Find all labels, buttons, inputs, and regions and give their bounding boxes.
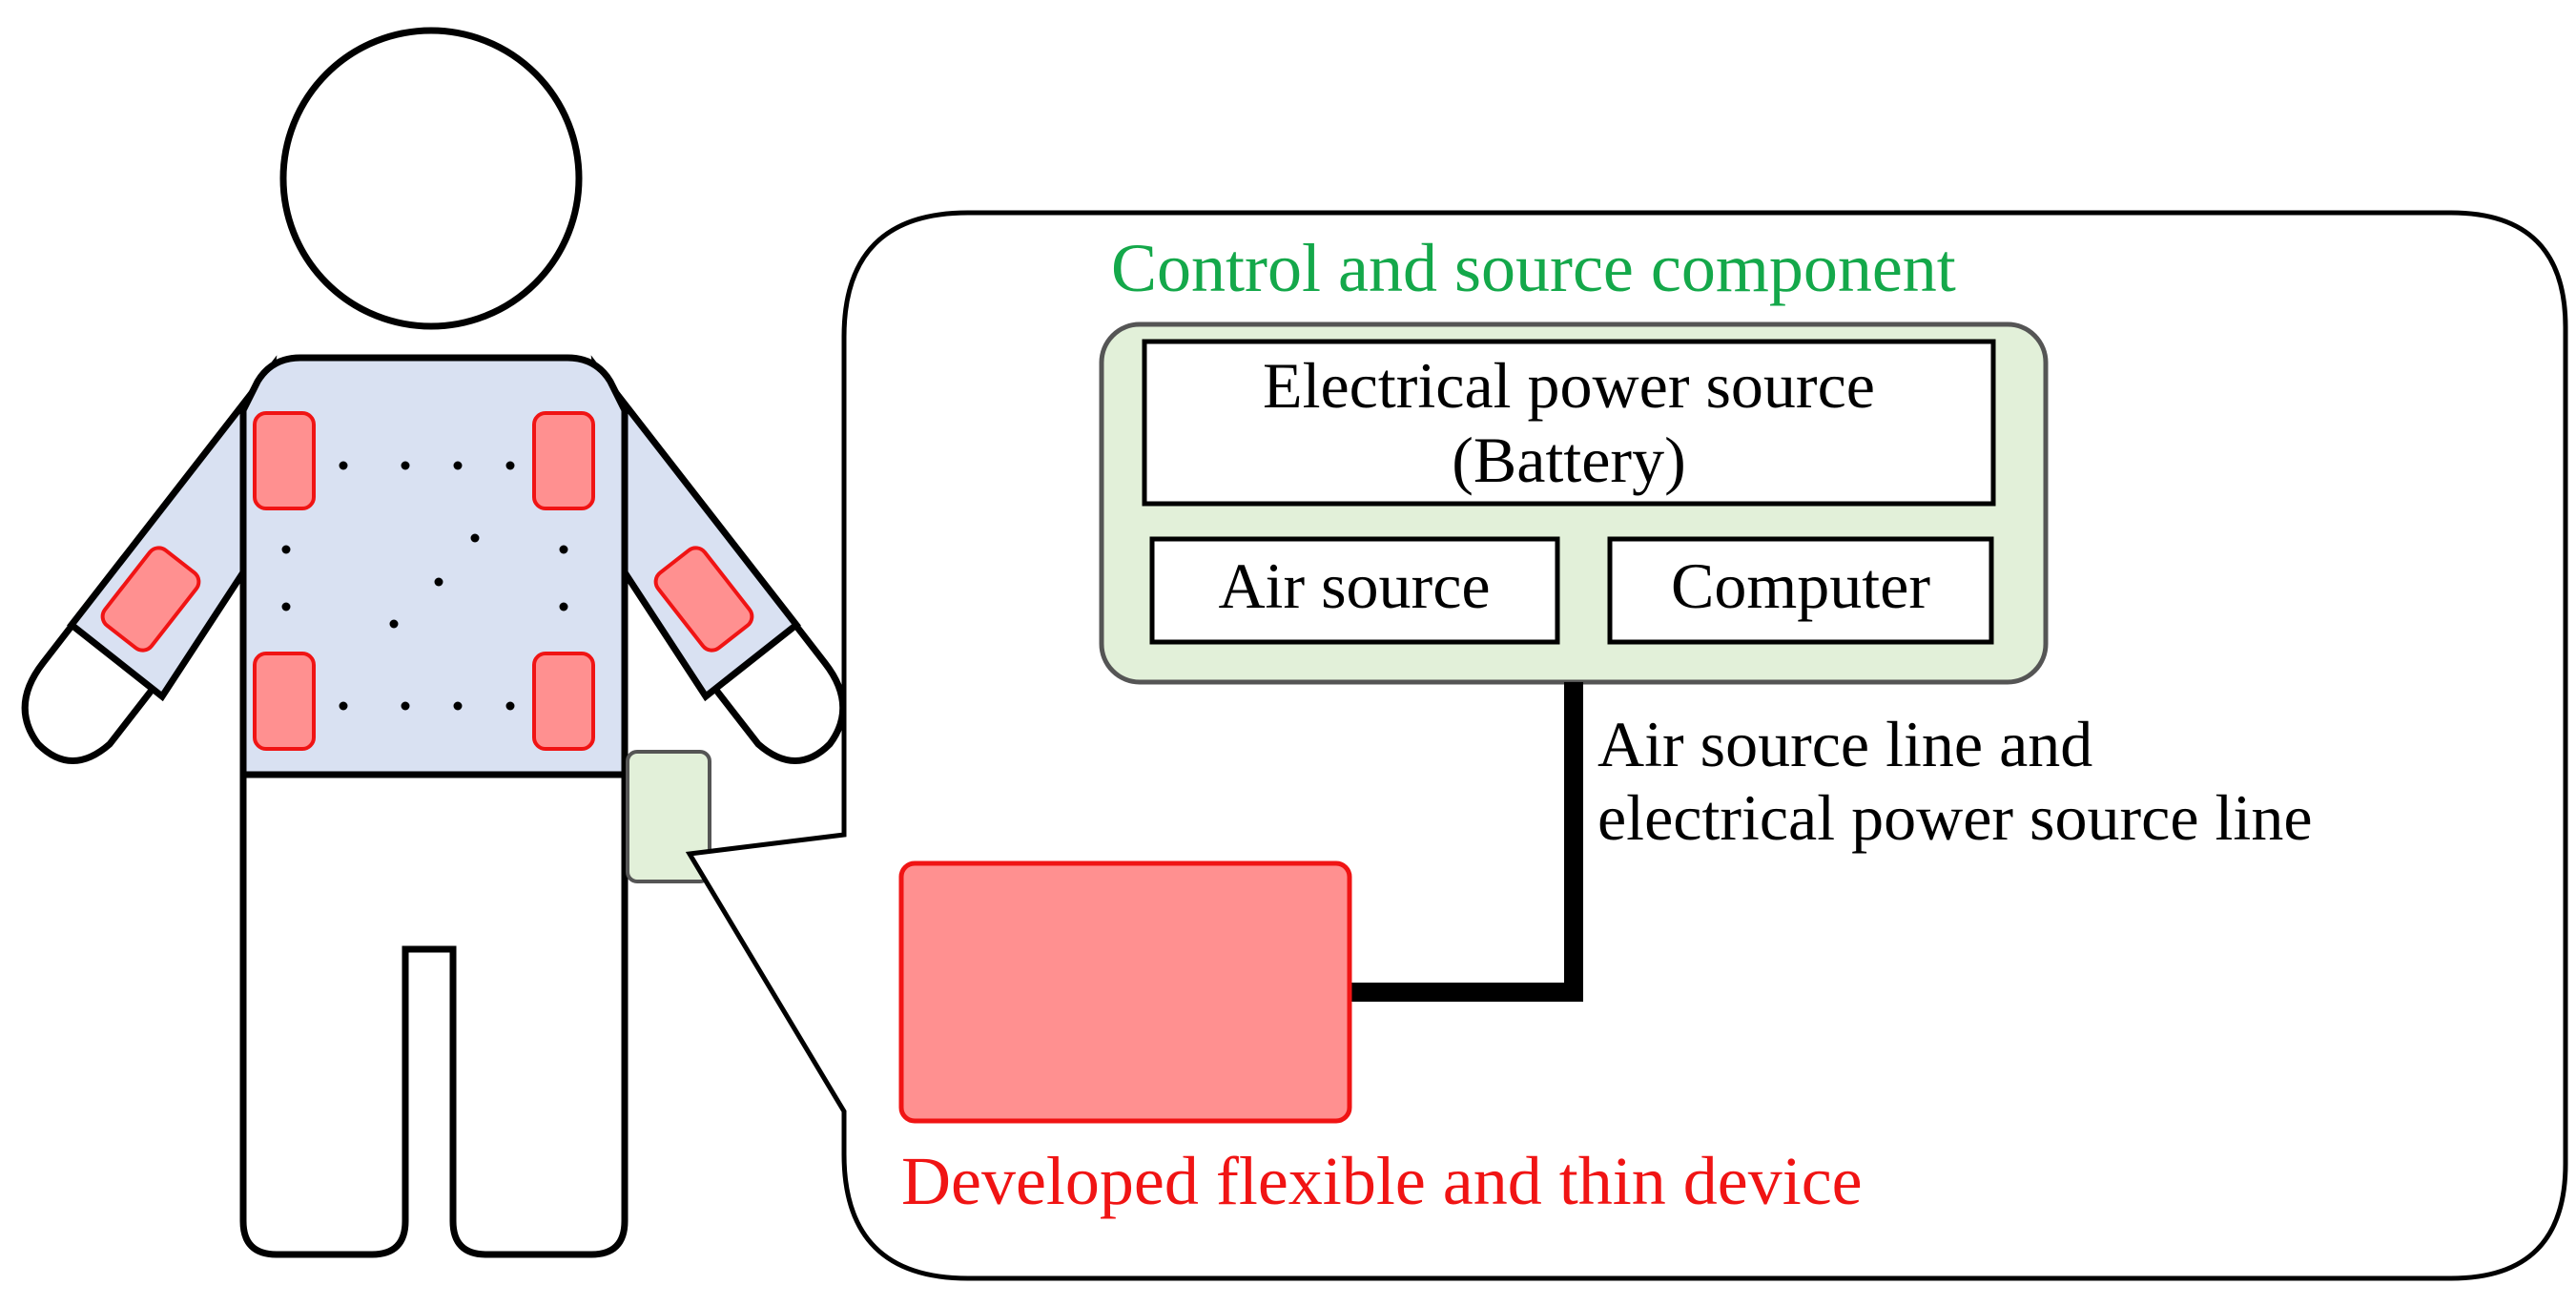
air-source-box bbox=[1149, 536, 1560, 645]
computer-box bbox=[1607, 536, 1994, 645]
actuator-pad bbox=[653, 546, 754, 653]
device-label: Developed flexible and thin device bbox=[901, 1143, 1863, 1219]
battery-label: (Battery) bbox=[1452, 424, 1685, 496]
flexible-device bbox=[898, 860, 1352, 1124]
actuator-pad bbox=[532, 411, 595, 510]
actuator-pad bbox=[100, 546, 201, 653]
power-source-box bbox=[1142, 339, 1996, 507]
actuator-pads bbox=[100, 411, 754, 751]
control-component-title: Control and source component bbox=[1111, 230, 1956, 306]
head bbox=[279, 27, 583, 330]
connection-label-line1: Air source line and bbox=[1597, 708, 2092, 780]
continuation-dots bbox=[281, 461, 568, 711]
actuator-pad bbox=[253, 652, 316, 751]
lower-body bbox=[239, 771, 629, 1258]
power-source-label: Electrical power source bbox=[1263, 349, 1875, 422]
air-and-power-line bbox=[1350, 682, 1583, 1002]
air-source-label: Air source bbox=[1218, 549, 1490, 622]
shirt bbox=[239, 354, 629, 778]
hip-control-unit bbox=[626, 750, 711, 883]
connection-label-line2: electrical power source line bbox=[1597, 781, 2313, 854]
human-figure bbox=[21, 27, 847, 1258]
actuator-pad bbox=[253, 411, 316, 510]
actuator-pad bbox=[532, 652, 595, 751]
computer-label: Computer bbox=[1671, 549, 1930, 622]
